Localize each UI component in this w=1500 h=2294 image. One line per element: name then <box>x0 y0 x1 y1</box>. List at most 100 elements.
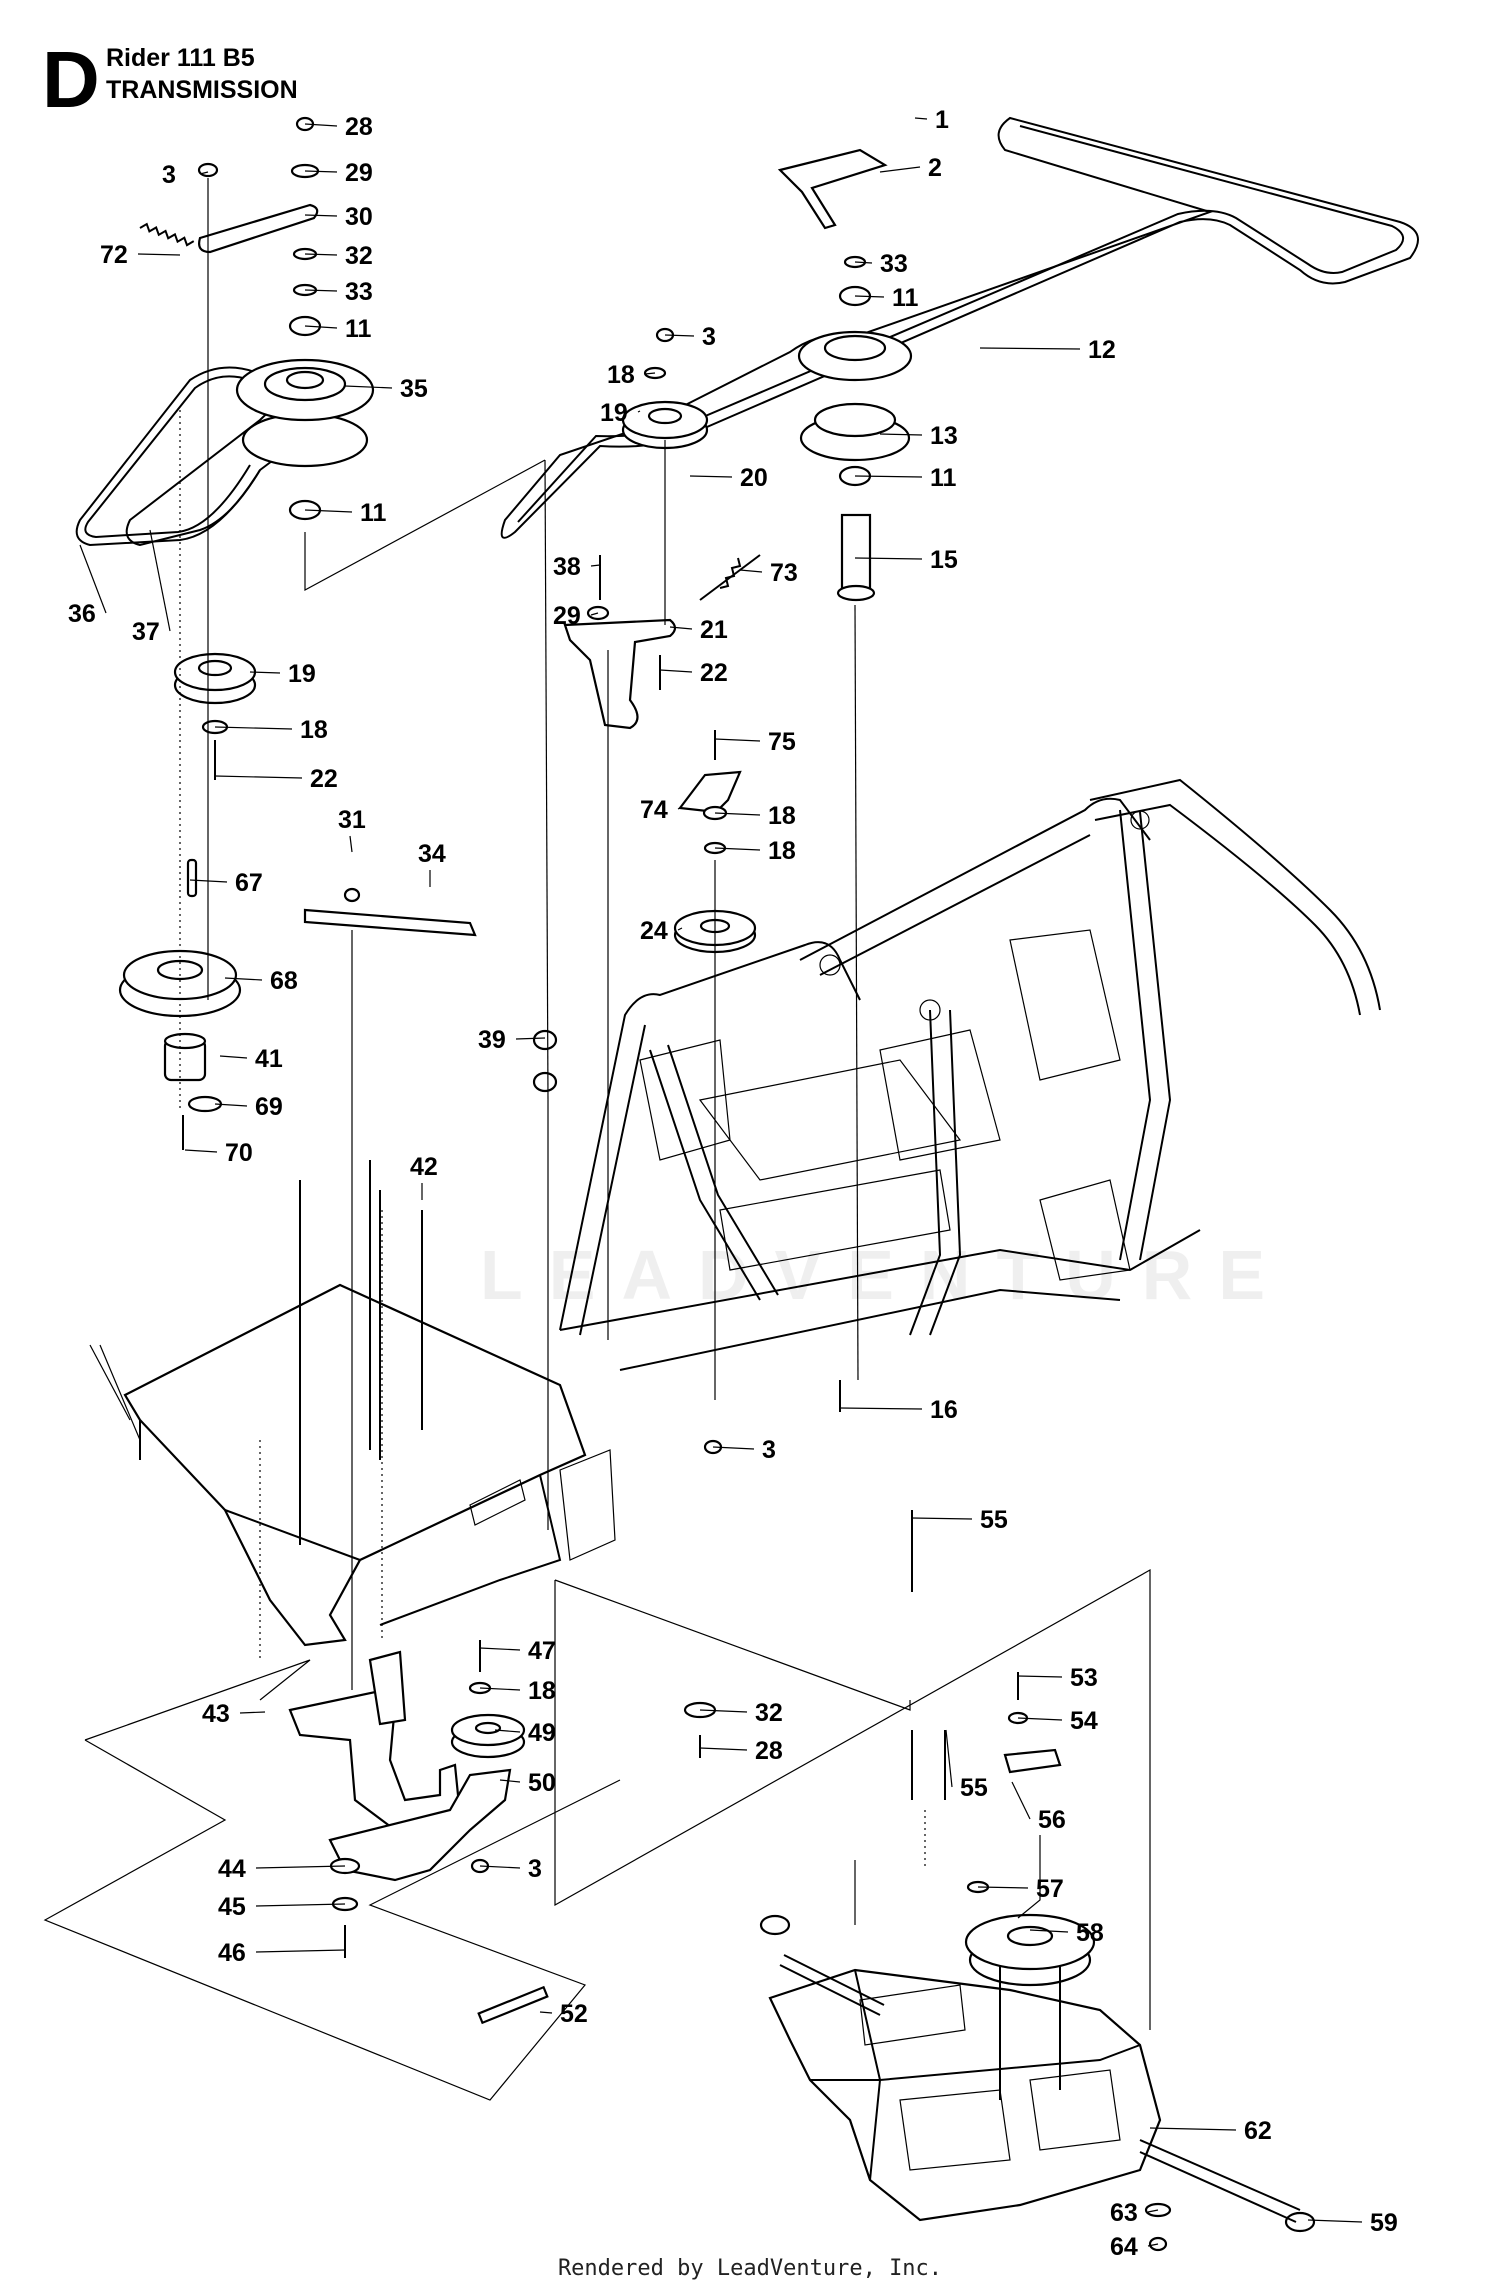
callout-29: 29 <box>304 159 373 187</box>
frame <box>559 778 1381 1371</box>
callout-32: 32 <box>304 242 373 270</box>
callout-leader <box>714 812 761 816</box>
callout-leader <box>854 261 873 264</box>
callout-leader <box>479 1687 521 1691</box>
callout-3: 3 <box>712 1436 776 1464</box>
callout-63: 63 <box>1110 2199 1159 2227</box>
section-letter: D <box>42 35 100 124</box>
callout-18: 18 <box>479 1677 556 1705</box>
callout-number: 18 <box>768 802 796 830</box>
callout-59: 59 <box>1307 2209 1398 2237</box>
callout-12: 12 <box>979 336 1116 364</box>
callout-leader <box>304 289 338 292</box>
callout-70: 70 <box>184 1139 253 1167</box>
pulley-68 <box>118 949 242 1018</box>
callout-13: 13 <box>879 422 958 450</box>
callout-leader <box>184 1149 218 1153</box>
pulley-35 <box>235 358 375 468</box>
callout-number: 20 <box>740 464 768 492</box>
callout-number: 44 <box>218 1855 246 1883</box>
callout-30: 30 <box>304 203 373 231</box>
callout-number: 67 <box>235 869 263 897</box>
callout-number: 38 <box>553 553 581 581</box>
callout-leader <box>479 1865 521 1869</box>
callout-11: 11 <box>304 315 372 343</box>
callout-74: 74 <box>640 796 681 824</box>
callout-18: 18 <box>607 361 656 389</box>
pulley-19-left <box>173 652 257 705</box>
callout-leader <box>979 347 1081 350</box>
callout-leader <box>199 171 209 175</box>
callout-number: 18 <box>300 716 328 744</box>
callout-leader <box>255 1865 346 1869</box>
callout-leader <box>1017 1675 1063 1678</box>
watermark: LEADVENTURE <box>480 1236 1292 1314</box>
callout-number: 55 <box>980 1506 1008 1534</box>
callout-number: 36 <box>68 600 96 628</box>
callout-number: 33 <box>880 250 908 278</box>
callout-leader <box>255 1949 346 1953</box>
callout-3: 3 <box>162 161 209 189</box>
callout-number: 41 <box>255 1045 283 1073</box>
callout-32: 32 <box>699 1699 783 1727</box>
callout-leader <box>637 410 641 413</box>
callout-leader <box>714 847 761 851</box>
callout-57: 57 <box>977 1875 1064 1903</box>
callout-38: 38 <box>553 553 601 581</box>
callout-16: 16 <box>839 1396 958 1424</box>
callout-number: 68 <box>270 967 298 995</box>
callout-leader <box>659 669 693 673</box>
callout-leader <box>239 1711 266 1714</box>
callout-number: 3 <box>762 1436 776 1464</box>
callout-number: 58 <box>1076 1919 1104 1947</box>
callout-leader <box>249 671 281 674</box>
callout-leader <box>1149 2127 1237 2131</box>
callout-leader <box>219 1055 248 1059</box>
callout-35: 35 <box>344 375 428 403</box>
callout-number: 22 <box>700 659 728 687</box>
callout-75: 75 <box>714 728 796 756</box>
callout-number: 43 <box>202 1700 230 1728</box>
callout-number: 32 <box>755 1699 783 1727</box>
callout-3: 3 <box>664 323 716 351</box>
callout-2: 2 <box>879 154 942 182</box>
callout-number: 52 <box>560 2000 588 2028</box>
callout-18: 18 <box>214 716 328 744</box>
callout-58: 58 <box>1029 1919 1104 1947</box>
callout-leader <box>739 569 763 573</box>
callout-number: 3 <box>702 323 716 351</box>
callout-leader <box>1147 2209 1159 2213</box>
callout-leader <box>590 612 599 616</box>
callout-number: 54 <box>1070 1707 1098 1735</box>
callout-number: 56 <box>1038 1806 1066 1834</box>
callout-number: 19 <box>288 660 316 688</box>
callout-leader <box>839 1407 923 1410</box>
callout-leader <box>304 253 338 256</box>
callout-leader <box>879 166 921 173</box>
callout-39: 39 <box>478 1026 546 1054</box>
callout-leader <box>914 117 928 120</box>
callout-leader <box>677 807 681 810</box>
callout-11: 11 <box>854 464 957 492</box>
callout-leader <box>515 1037 546 1040</box>
callout-number: 11 <box>892 284 919 312</box>
callout-56: 56 <box>1011 1781 1066 1834</box>
callout-37: 37 <box>132 529 171 646</box>
callout-leader <box>1307 2219 1363 2223</box>
callout-number: 11 <box>930 464 957 492</box>
callout-33: 33 <box>854 250 908 278</box>
pulley-12-13 <box>797 330 913 462</box>
callout-20: 20 <box>689 464 768 492</box>
spring-72 <box>139 222 195 247</box>
callout-number: 53 <box>1070 1664 1098 1692</box>
callout-leader <box>214 775 303 779</box>
callout-number: 74 <box>640 796 668 824</box>
callout-44: 44 <box>218 1855 346 1883</box>
callout-leader <box>664 334 695 337</box>
callout-number: 49 <box>528 1719 556 1747</box>
callout-leader <box>137 253 181 256</box>
callout-leader <box>714 738 761 742</box>
bracket-50 <box>328 1768 512 1882</box>
callout-leader <box>499 1779 521 1783</box>
callout-leader <box>149 529 171 632</box>
